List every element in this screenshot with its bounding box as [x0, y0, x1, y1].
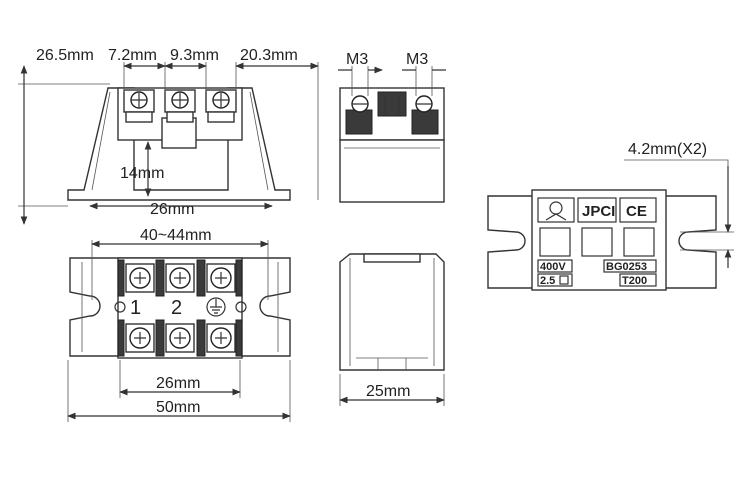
sep-top-4 [235, 259, 243, 297]
top-view-rails [81, 262, 279, 352]
dim-side-base-label: 26mm [150, 201, 194, 218]
dim-screw-ext [351, 66, 433, 96]
end-view-lower [339, 139, 445, 203]
dim-top-total-label: 50mm [156, 399, 200, 416]
dim-screw-right-label: M3 [406, 51, 428, 68]
sep-top-3 [196, 259, 206, 297]
ce-mark: CE [626, 203, 647, 220]
wire-size-square-icon [559, 275, 569, 285]
dim-pitch-1-label: 7.2mm [108, 47, 157, 64]
end-view: M3 M3 [338, 51, 446, 203]
end-view-center-lines [384, 96, 400, 114]
sep-top-2 [155, 259, 165, 297]
wire-size-box [537, 273, 573, 287]
window-1 [539, 227, 571, 257]
end-view-section-left [345, 109, 373, 135]
ground-icon [206, 297, 226, 317]
window-3 [623, 227, 655, 257]
dim-top-inner-label: 26mm [156, 375, 200, 392]
label-plate-block [531, 189, 667, 291]
sep-bot-4 [235, 319, 243, 357]
dim-top-total-ext [67, 360, 291, 422]
dim-right-offset-label: 20.3mm [240, 47, 298, 64]
brand-label: JPCI [582, 203, 615, 220]
side-view-screws [123, 89, 237, 123]
front-view: 25mm [339, 253, 445, 406]
model-box [603, 259, 657, 273]
end-view-center-section [377, 91, 407, 117]
end-view-section-right [411, 109, 439, 135]
brand-logo-icon [537, 197, 575, 223]
dim-block-height-label: 14mm [120, 165, 164, 182]
top-view-screws-upper [125, 263, 236, 293]
label-plate: JPCI CE 400V 2.5 BG0253 T200 4.2mm(X2) [487, 141, 734, 291]
dim-slot-ext [680, 231, 734, 251]
wire-size-label: 2.5 [540, 275, 555, 287]
top-view: 1 2 40~44mm 26mm 50mm [67, 227, 291, 422]
dim-slot-leader [624, 159, 729, 166]
voltage-label: 400V [540, 261, 566, 273]
top-view-screws-lower [125, 323, 236, 353]
dim-mount-ext [91, 240, 269, 300]
dim-mount-span-label: 40~44mm [140, 227, 212, 244]
model-label: BG0253 [606, 261, 647, 273]
sep-bot-3 [196, 319, 206, 357]
terminal-2-label: 2 [171, 297, 182, 319]
dim-pitch-ext [123, 62, 319, 200]
dim-pitch-2-label: 9.3mm [170, 47, 219, 64]
temperature-box [619, 273, 657, 287]
window-2 [581, 227, 613, 257]
sep-bot-1 [117, 319, 125, 357]
sep-top-1 [117, 259, 125, 297]
front-view-edges [349, 258, 435, 366]
terminal-1-label: 1 [130, 297, 141, 319]
dim-slot-label: 4.2mm(X2) [628, 141, 707, 158]
mount-hole-left [114, 301, 126, 313]
dim-screw-left-label: M3 [346, 51, 368, 68]
voltage-box [537, 259, 573, 273]
mount-hole-right [235, 301, 247, 313]
dim-side-height-label: 26.5mm [36, 47, 94, 64]
ce-box [619, 197, 657, 223]
front-view-cap [363, 253, 421, 263]
sep-bot-2 [155, 319, 165, 357]
front-view-body [339, 253, 445, 371]
side-view-legs [91, 91, 269, 191]
temperature-label: T200 [622, 275, 647, 287]
front-view-base-lines [356, 357, 428, 370]
side-view: 26.5mm 7.2mm 9.3mm 20.3mm 14mm 26mm [18, 47, 319, 225]
brand-box [577, 197, 617, 223]
dim-depth-label: 25mm [366, 383, 410, 400]
